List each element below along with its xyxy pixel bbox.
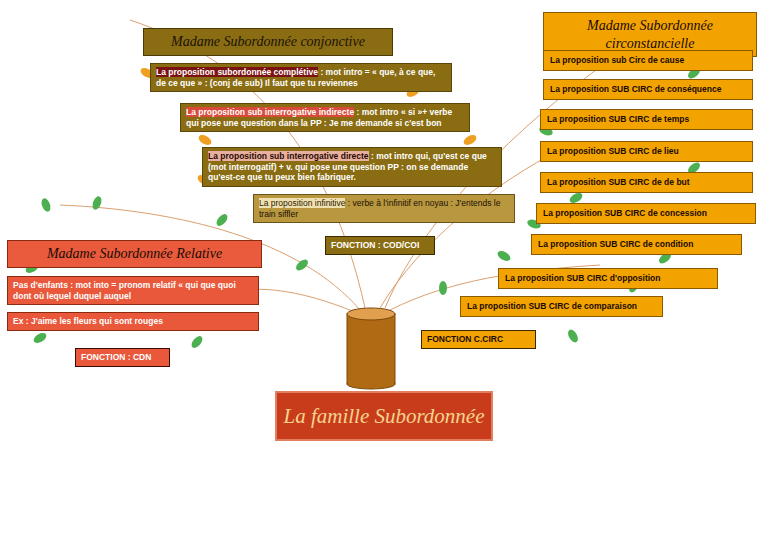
clause-box: La proposition sub Circ de cause (543, 50, 753, 71)
clause-box: La proposition SUB CIRC de temps (540, 109, 753, 130)
box-text: La proposition SUB CIRC d'opposition (505, 273, 660, 283)
box-text: Madame Subordonnée conjonctive (171, 34, 365, 49)
box-text: FONCTION : CDN (81, 352, 151, 362)
title-box: La famille Subordonnée (275, 391, 493, 441)
clause-box: Pas d'enfants : mot into = pronom relati… (7, 276, 259, 305)
clause-box: La proposition SUB CIRC de comparaison (460, 296, 663, 317)
box-text: Madame Subordonnée circonstancielle (587, 18, 713, 51)
clause-box: La proposition SUB CIRC d'opposition (498, 268, 718, 289)
clause-box: La proposition SUB CIRC de de but (540, 172, 753, 193)
clause-name: La proposition sub interrogative directe (208, 151, 369, 161)
box-text: Ex : J'aime les fleurs qui sont rouges (13, 316, 163, 326)
clause-box: La proposition SUB CIRC de concession (536, 203, 756, 224)
group-header: Madame Subordonnée conjonctive (143, 28, 393, 56)
clause-box: La proposition subordonnée complétive : … (150, 63, 452, 92)
box-text: FONCTION C.CIRC (427, 334, 503, 344)
function-box: FONCTION C.CIRC (421, 330, 536, 349)
clause-box: Ex : J'aime les fleurs qui sont rouges (7, 312, 259, 331)
box-text: La proposition sub Circ de cause (550, 55, 684, 65)
clause-name: La proposition sub interrogative indirec… (186, 107, 354, 117)
trunk (347, 308, 395, 389)
box-text: La proposition SUB CIRC de condition (538, 239, 693, 249)
clause-box: La proposition infinitive : verbe à l'in… (253, 194, 515, 223)
box-text: La proposition SUB CIRC de conséquence (550, 84, 721, 94)
box-text: Pas d'enfants : mot into = pronom relati… (13, 280, 236, 301)
box-text: Madame Subordonnée Relative (47, 246, 222, 261)
function-box: FONCTION : CDN (75, 348, 170, 367)
box-text: La proposition SUB CIRC de temps (547, 114, 689, 124)
box-text: La proposition SUB CIRC de concession (543, 208, 707, 218)
clause-box: La proposition SUB CIRC de lieu (540, 141, 753, 162)
group-header: Madame Subordonnée Relative (7, 240, 262, 268)
clause-box: La proposition SUB CIRC de condition (531, 234, 742, 255)
clause-name: La proposition infinitive (259, 198, 345, 208)
box-text: La famille Subordonnée (283, 404, 484, 428)
box-text: FONCTION : COD/COI (331, 240, 419, 250)
clause-box: La proposition sub interrogative indirec… (180, 103, 470, 132)
box-text: La proposition SUB CIRC de comparaison (467, 301, 637, 311)
box-text: La proposition SUB CIRC de lieu (547, 146, 679, 156)
clause-box: La proposition SUB CIRC de conséquence (543, 79, 753, 100)
clause-name: La proposition subordonnée complétive (156, 67, 318, 77)
clause-box: La proposition sub interrogative directe… (202, 147, 502, 187)
box-text: La proposition SUB CIRC de de but (547, 177, 690, 187)
function-box: FONCTION : COD/COI (325, 236, 435, 255)
